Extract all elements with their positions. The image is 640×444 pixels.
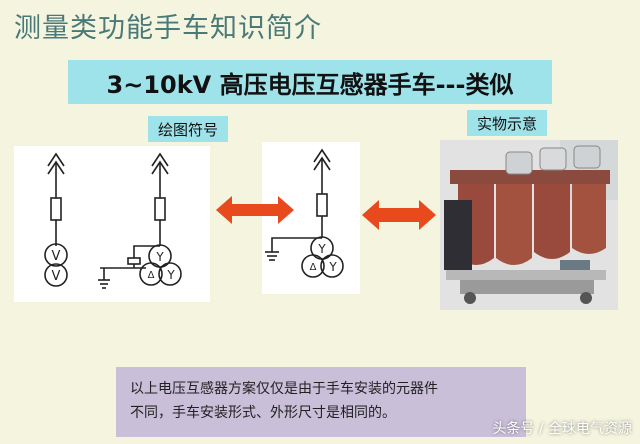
real-object-label: 实物示意 xyxy=(467,110,548,136)
vt-schematic-left: V V Y Δ Y xyxy=(44,152,182,289)
double-arrow-icon xyxy=(216,196,294,224)
watermark-text: 头条号 / 全球电气资源 xyxy=(492,421,632,437)
symbol-delta: Δ xyxy=(148,270,155,281)
schematic-panel-middle: Y Δ Y xyxy=(262,142,360,294)
symbol-y-top: Y xyxy=(155,250,164,264)
note-line-1: 以上电压互感器方案仅仅是由于手车安装的元器件 xyxy=(130,381,438,397)
vt-cart-illustration xyxy=(440,140,618,310)
mid-symbol-y-right: Y xyxy=(328,260,337,274)
vt-cart-photo xyxy=(440,140,618,310)
symbol-v-upper: V xyxy=(52,249,61,264)
explanation-note: 以上电压互感器方案仅仅是由于手车安装的元器件 不同，手车安装形式、外形尺寸是相同… xyxy=(116,367,526,437)
double-arrow-icon xyxy=(362,200,436,230)
schematic-panel-left: V V Y Δ Y xyxy=(14,146,210,302)
vt-schematic-middle: Y Δ Y xyxy=(265,148,344,278)
symbol-y-right: Y xyxy=(166,268,175,282)
slide-title: 测量类功能手车知识简介 xyxy=(14,13,322,44)
note-line-2: 不同，手车安装形式、外形尺寸是相同的。 xyxy=(130,405,396,421)
mid-symbol-y-top: Y xyxy=(317,242,326,256)
symbol-v-lower: V xyxy=(52,269,61,284)
symbol-label: 绘图符号 xyxy=(148,116,229,142)
mid-symbol-delta: Δ xyxy=(310,262,317,273)
banner-heading: 3~10kV 高压电压互感器手车---类似 xyxy=(68,60,552,104)
